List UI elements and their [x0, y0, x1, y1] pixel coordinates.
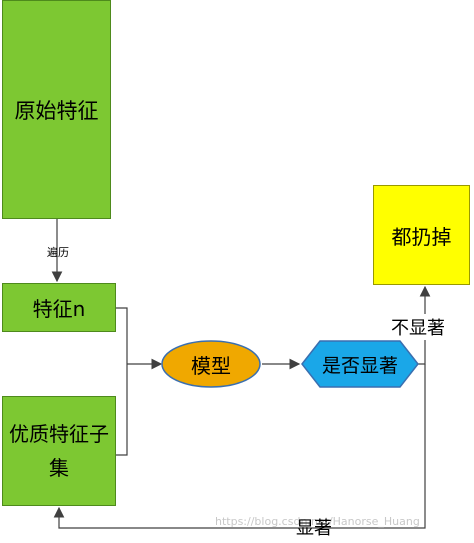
edge-featn-bracket: [116, 307, 128, 456]
node-quality-subset: 优质特征子集: [2, 396, 116, 506]
node-raw-features-label: 原始特征: [14, 98, 99, 123]
node-discard: 都扔掉: [373, 185, 470, 285]
node-significant-shape: [301, 340, 419, 388]
edge-not-significant-label: 不显著: [391, 314, 445, 340]
edge-significant-label: 显著: [296, 518, 332, 539]
watermark: https://blog.csdn.net/Hanorse_Huang: [215, 515, 420, 528]
node-quality-subset-label: 优质特征子集: [9, 422, 109, 480]
node-model-label: 模型: [191, 353, 231, 378]
node-significant-check: 是否显著: [302, 341, 418, 387]
edge-traverse-label: 遍历: [47, 246, 69, 259]
node-model-shape: [161, 340, 261, 388]
node-model: 模型: [162, 341, 260, 387]
node-significant-check-label: 是否显著: [321, 354, 398, 377]
node-raw-features: 原始特征: [2, 0, 111, 219]
node-feature-n-label: 特征n: [32, 297, 86, 321]
node-discard-label: 都扔掉: [391, 224, 452, 249]
edge-significant: [53, 364, 426, 529]
node-feature-n: 特征n: [2, 283, 116, 332]
